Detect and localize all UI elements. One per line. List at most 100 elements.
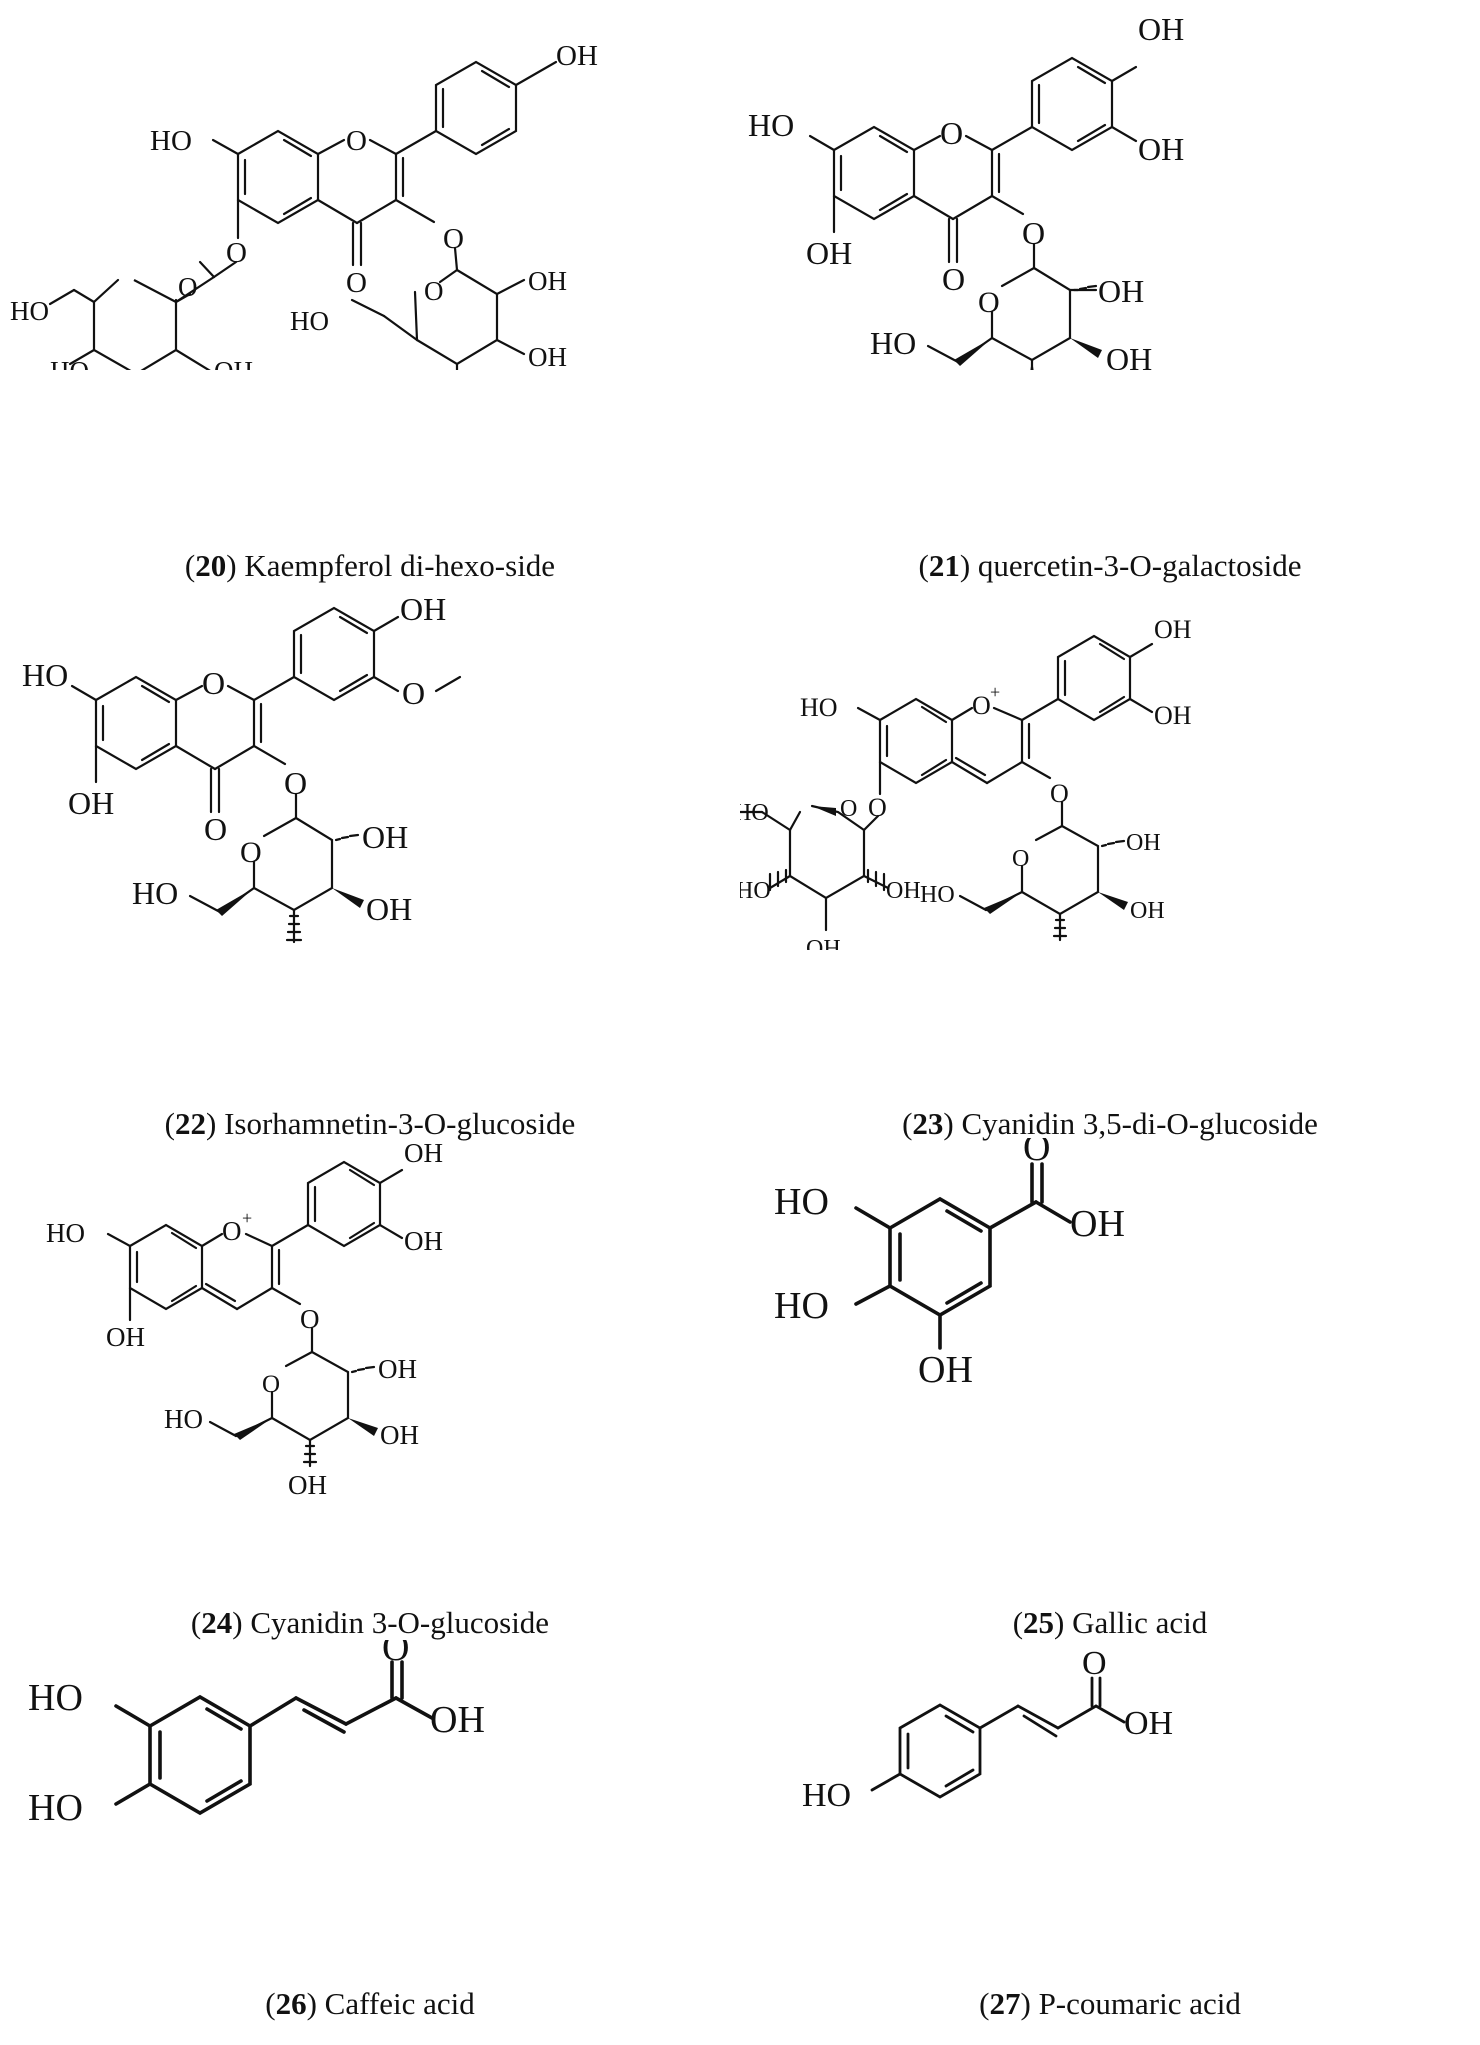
glycosidic-oxygen-label: O	[284, 765, 307, 801]
flavylium-oxygen-label: O	[222, 1216, 242, 1246]
sugar-ring-oxygen-label: O	[840, 796, 857, 822]
caption-25: (25) Gallic acid	[1012, 1605, 1208, 1640]
glycosidic-oxygen-label: O	[1022, 215, 1045, 251]
hydroxyl-ho-label: HO	[22, 657, 68, 693]
hydroxyl-label: OH	[430, 1699, 485, 1741]
sugar-ring-oxygen-label: O	[978, 286, 1000, 319]
glycosidic-oxygen-label: O	[443, 223, 464, 255]
positive-charge-label: +	[242, 1208, 252, 1228]
sugar-ring-oxygen-label: O	[262, 1371, 280, 1398]
hydroxyl-label: OH	[400, 591, 446, 627]
hydroxyl-ho-label: HO	[740, 800, 769, 826]
hydroxyl-ho-label: HO	[290, 306, 329, 336]
sugar-ring-oxygen-label: O	[424, 276, 444, 306]
hydroxyl-label: OH	[556, 40, 598, 72]
structure-24: HO O + OH OH OH O O OH OH HO OH	[46, 1138, 443, 1500]
hydroxyl-label: OH	[380, 1420, 419, 1450]
glycosidic-oxygen-label: O	[226, 237, 247, 269]
panel-23: HO O + OH OH O O O O HO HO OH OH HO OH O…	[740, 580, 1480, 985]
hydroxyl-label: OH	[918, 1349, 973, 1391]
hydroxyl-ho-label: HO	[802, 1777, 851, 1814]
ring-oxygen-label: O	[940, 115, 963, 151]
carbonyl-oxygen-label: O	[204, 811, 227, 847]
carbonyl-oxygen-label: O	[346, 267, 367, 299]
ring-oxygen-label: O	[202, 665, 225, 701]
hydroxyl-ho-label: HO	[774, 1181, 829, 1223]
hydroxyl-ho-label: HO	[46, 1218, 85, 1248]
methoxy-oxygen-label: O	[402, 675, 425, 711]
panel-21: HO O OH OH OH O O O OH OH HO	[740, 0, 1480, 405]
sugar-ring-oxygen-label: O	[178, 272, 198, 302]
hydroxyl-ho-label: HO	[50, 356, 89, 370]
caption-22: (22) Isorhamnetin-3-O-glucoside	[164, 1106, 576, 1141]
hydroxyl-ho-label: HO	[870, 325, 916, 361]
structure-23: HO O + OH OH O O O O HO HO OH OH HO OH O…	[740, 615, 1192, 950]
hydroxyl-label: OH	[528, 266, 567, 296]
hydroxyl-label: OH	[886, 878, 921, 904]
carbonyl-oxygen-label: O	[382, 1640, 409, 1669]
hydroxyl-label: OH	[288, 1470, 327, 1500]
glycosidic-oxygen-label: O	[868, 793, 887, 822]
caption-23: (23) Cyanidin 3,5-di-O-glucoside	[902, 1106, 1318, 1141]
hydroxyl-ho-label: HO	[164, 1404, 203, 1434]
hydroxyl-label: OH	[1098, 273, 1144, 309]
carbonyl-oxygen-label: O	[942, 261, 965, 297]
hydroxyl-ho-label: HO	[28, 1787, 83, 1829]
hydroxyl-ho-label: HO	[800, 693, 838, 722]
hydroxyl-label: OH	[214, 356, 253, 370]
caption-26: (26) Caffeic acid	[265, 1986, 475, 2021]
hydroxyl-label: OH	[1126, 830, 1161, 856]
hydroxyl-label: OH	[268, 945, 314, 950]
hydroxyl-label: OH	[106, 1322, 145, 1352]
hydroxyl-ho-label: HO	[132, 875, 178, 911]
hydroxyl-label: OH	[404, 1226, 443, 1256]
hydroxyl-label: OH	[806, 936, 841, 950]
hydroxyl-label: OH	[1154, 615, 1192, 644]
structure-27: O OH HO	[802, 1645, 1173, 1814]
carbonyl-oxygen-label: O	[1082, 1645, 1107, 1682]
hydroxyl-label: OH	[1130, 898, 1165, 924]
hydroxyl-label: OH	[1138, 131, 1184, 167]
hydroxyl-ho-label: HO	[920, 882, 955, 908]
sugar-ring-oxygen-label: O	[1012, 846, 1029, 872]
hydroxyl-label: OH	[378, 1354, 417, 1384]
caption-21: (21) quercetin-3-O-galactoside	[918, 548, 1302, 583]
flavylium-oxygen-label: O	[972, 691, 991, 720]
ring-oxygen-label: O	[346, 125, 367, 157]
hydroxyl-ho-label: HO	[150, 125, 192, 157]
hydroxyl-ho-label: HO	[28, 1677, 83, 1719]
hydroxyl-label: OH	[1106, 341, 1152, 370]
hydroxyl-label: OH	[528, 342, 567, 370]
hydroxyl-label: OH	[1040, 946, 1075, 950]
hydroxyl-ho-label: HO	[10, 296, 49, 326]
hydroxyl-label: OH	[1154, 701, 1192, 730]
sugar-ring-oxygen-label: O	[240, 836, 262, 869]
panel-24: HO O + OH OH OH O O OH OH HO OH	[0, 1138, 740, 1543]
panel-26: O OH HO HO	[0, 1640, 740, 2045]
panel-22: HO O OH O OH O O O OH OH HO OH	[0, 580, 740, 985]
panel-27: O OH HO	[740, 1640, 1480, 2045]
structure-20: HO O OH O O O O O HO HO OH OH HO OH OH O…	[10, 40, 598, 370]
structure-25: O OH HO HO OH	[774, 1138, 1125, 1391]
hydroxyl-ho-label: HO	[740, 878, 771, 904]
hydroxyl-label: OH	[404, 1138, 443, 1168]
hydroxyl-label: OH	[362, 819, 408, 855]
hydroxyl-label: OH	[806, 235, 852, 271]
hydroxyl-ho-label: HO	[748, 107, 794, 143]
glycosidic-oxygen-label: O	[1050, 779, 1069, 808]
hydroxyl-label: OH	[68, 785, 114, 821]
caption-27: (27) P-coumaric acid	[979, 1986, 1241, 2021]
structure-26: O OH HO HO	[28, 1640, 485, 1829]
carbonyl-oxygen-label: O	[1023, 1138, 1050, 1169]
positive-charge-label: +	[990, 682, 1000, 702]
panel-20: HO O OH O O O O O HO HO OH OH HO OH OH O…	[0, 0, 740, 405]
structure-21: HO O OH OH OH O O O OH OH HO	[748, 11, 1184, 370]
hydroxyl-label: OH	[366, 891, 412, 927]
hydroxyl-label: OH	[1124, 1705, 1173, 1742]
caption-20: (20) Kaempferol di-hexo-side	[184, 548, 556, 583]
structure-22: HO O OH O OH O O O OH OH HO OH	[22, 591, 462, 950]
panel-25: O OH HO HO OH	[740, 1138, 1480, 1543]
glycosidic-oxygen-label: O	[300, 1304, 320, 1334]
hydroxyl-ho-label: HO	[774, 1285, 829, 1327]
